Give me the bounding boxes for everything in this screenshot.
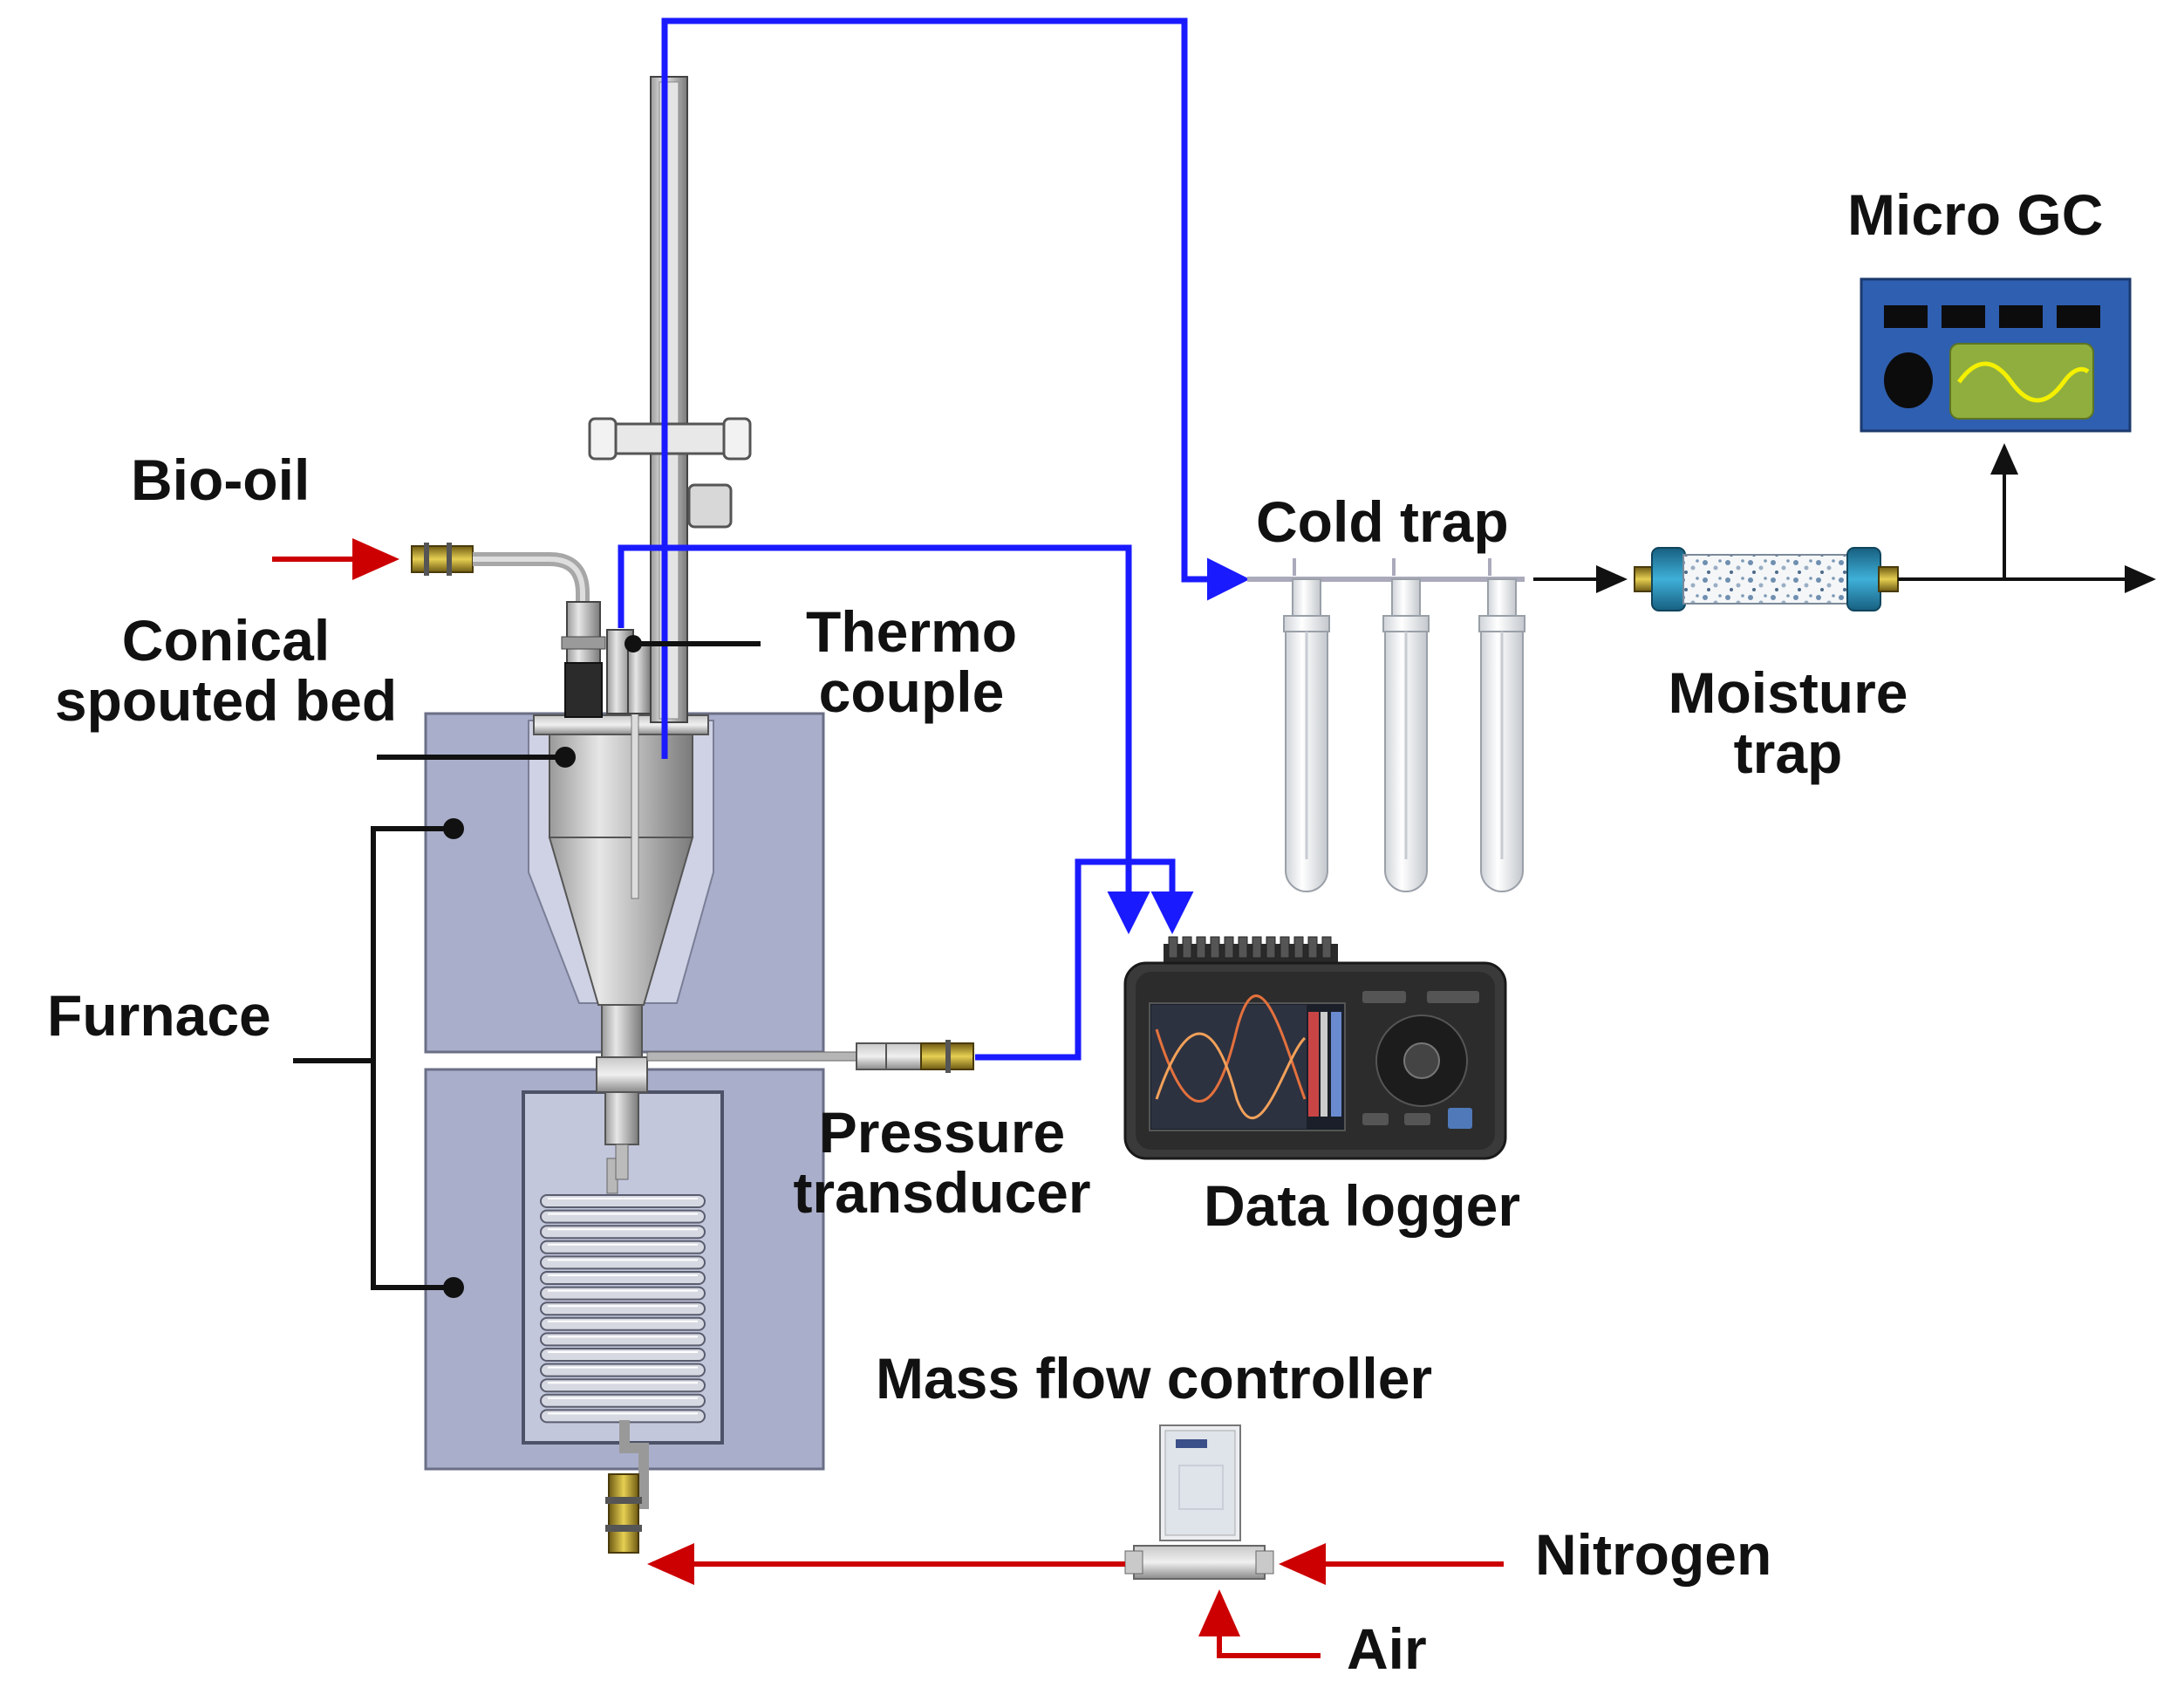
label-bio-oil: Bio-oil <box>131 447 311 512</box>
label-moisture-trap: Moisture trap <box>1622 660 1954 786</box>
data-logger-icon <box>1123 936 1507 1160</box>
pressure-transducer-icon <box>646 1040 974 1073</box>
reactor-icon <box>533 680 709 1554</box>
label-conical-spouted-bed: Conical spouted bed <box>21 608 431 734</box>
micro-gc-icon <box>1860 277 2132 433</box>
label-pressure-transducer: Pressure transducer <box>741 1100 1143 1226</box>
feed-arrows <box>272 538 1504 1658</box>
label-conical-line2: spouted bed <box>54 668 398 734</box>
heating-coil <box>540 1158 706 1424</box>
leader-dots <box>443 635 642 1298</box>
cold-trap-tube-icon <box>1283 558 1330 892</box>
cold-trap-group <box>1247 558 1525 892</box>
top-column <box>411 76 752 723</box>
label-pressure-line2: transducer <box>793 1160 1091 1226</box>
label-moisture-line2: trap <box>1733 721 1843 786</box>
label-nitrogen: Nitrogen <box>1535 1522 1772 1587</box>
signal-lines <box>618 17 1250 1061</box>
label-moisture-line1: Moisture <box>1668 660 1908 725</box>
label-furnace: Furnace <box>47 983 271 1048</box>
cold-trap-tube-icon <box>1478 558 1525 892</box>
label-mass-flow-controller: Mass flow controller <box>876 1346 1433 1411</box>
label-thermocouple-line1: Thermo <box>805 599 1018 664</box>
leader-lines <box>293 641 761 1290</box>
label-data-logger: Data logger <box>1204 1173 1521 1238</box>
cold-trap-tube-icon <box>1382 558 1430 892</box>
label-conical-line1: Conical <box>121 608 331 673</box>
label-air: Air <box>1347 1616 1427 1681</box>
label-pressure-line1: Pressure <box>818 1100 1066 1165</box>
mass-flow-controller-icon <box>1124 1424 1274 1580</box>
moisture-trap-icon <box>1533 547 1899 611</box>
label-thermocouple-line2: couple <box>818 659 1005 725</box>
outlet-arrows <box>1898 443 2156 593</box>
label-micro-gc: Micro GC <box>1847 182 2104 247</box>
label-thermocouple: Thermo couple <box>768 599 1055 725</box>
label-cold-trap: Cold trap <box>1256 489 1509 554</box>
